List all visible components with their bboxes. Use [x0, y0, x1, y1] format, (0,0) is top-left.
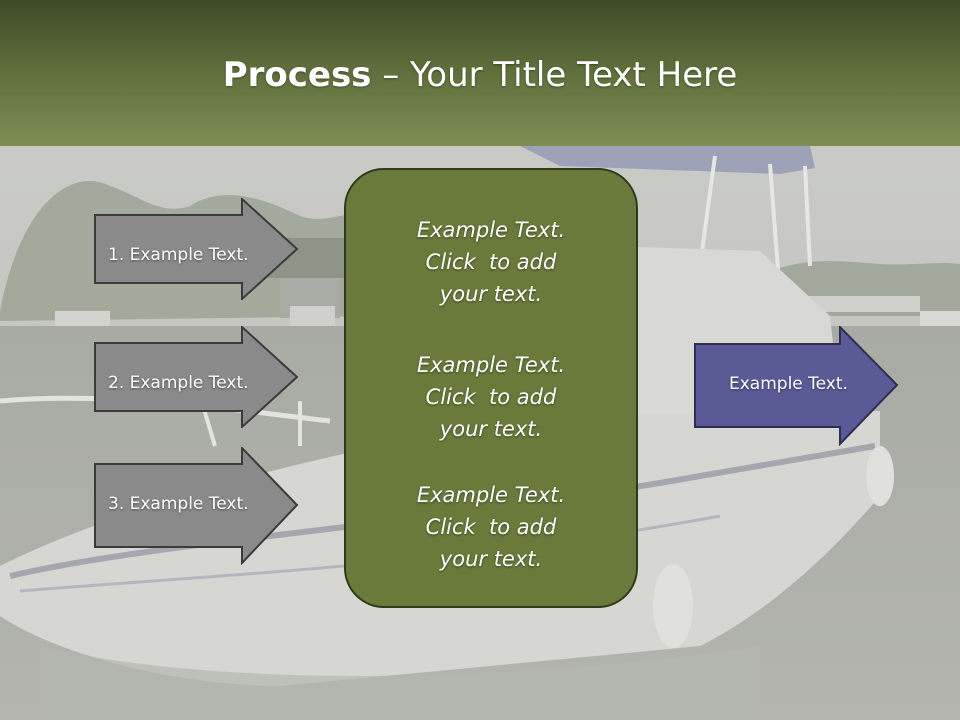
- center-text-2-line-1: Example Text.: [416, 353, 566, 377]
- step-3-label-wrap: 3. Example Text.: [108, 493, 249, 515]
- center-text-block-3[interactable]: Example Text. Click to add your text.: [346, 479, 636, 575]
- slide-title: Process – Your Title Text Here: [0, 52, 960, 98]
- step-3-label: 3. Example Text.: [108, 494, 249, 514]
- center-text-block-1[interactable]: Example Text. Click to add your text.: [346, 214, 636, 310]
- center-text-1-line-3: your text.: [439, 282, 543, 306]
- step-2-label-wrap: 2. Example Text.: [108, 372, 249, 394]
- center-text-3-line-2: Click to add: [425, 515, 557, 539]
- result-label: Example Text.: [729, 374, 848, 394]
- center-text-3-line-3: your text.: [439, 547, 543, 571]
- center-text-1-line-1: Example Text.: [416, 218, 566, 242]
- title-bold: Process: [222, 55, 372, 95]
- title-rest: – Your Title Text Here: [371, 55, 738, 95]
- step-3-arrow[interactable]: [94, 447, 300, 565]
- center-text-2-line-2: Click to add: [425, 385, 557, 409]
- step-1-arrow[interactable]: [94, 198, 300, 300]
- step-1-label-wrap: 1. Example Text.: [108, 244, 249, 266]
- result-arrow[interactable]: [694, 326, 900, 446]
- center-text-1-line-2: Click to add: [425, 250, 557, 274]
- result-label-wrap: Example Text.: [729, 373, 848, 395]
- center-text-block-2[interactable]: Example Text. Click to add your text.: [346, 349, 636, 445]
- title-bar: Process – Your Title Text Here: [0, 0, 960, 146]
- center-text-3-line-1: Example Text.: [416, 483, 566, 507]
- step-1-label: 1. Example Text.: [108, 245, 249, 265]
- center-text-2-line-3: your text.: [439, 417, 543, 441]
- center-content-box[interactable]: Example Text. Click to add your text. Ex…: [344, 168, 638, 608]
- step-2-label: 2. Example Text.: [108, 373, 249, 393]
- step-2-arrow[interactable]: [94, 326, 300, 428]
